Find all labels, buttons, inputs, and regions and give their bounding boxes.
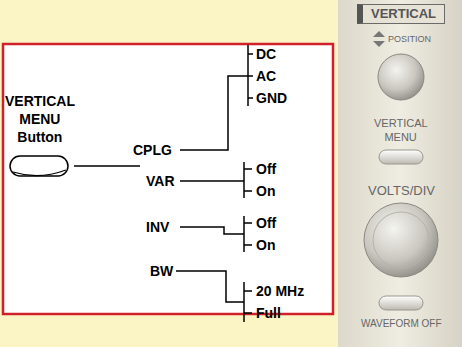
option: Off: [256, 215, 276, 232]
panel-label: WAVEFORM OFF: [361, 317, 442, 330]
option: On: [256, 237, 275, 254]
panel-label: POSITION: [388, 33, 431, 45]
option: 20 MHz: [256, 283, 304, 300]
panel-label: VOLTS/DIV: [368, 183, 435, 199]
button-symbol: [10, 156, 68, 176]
frame: [3, 44, 333, 314]
menu-button: [379, 150, 423, 164]
front-panel: [338, 0, 462, 347]
option: Off: [256, 161, 276, 178]
tab-text: VERTICAL: [371, 6, 436, 22]
wire: [74, 165, 140, 167]
option: AC: [256, 68, 276, 85]
menu-item: INV: [146, 219, 169, 236]
menu-item: BW: [150, 263, 173, 280]
button-caption: VERTICAL MENU Button: [5, 92, 75, 146]
position-knob: [378, 54, 424, 100]
option: DC: [256, 46, 276, 63]
panel-label: VERTICAL MENU: [374, 116, 427, 144]
option: Full: [256, 305, 281, 322]
waveform-button: [379, 296, 423, 310]
section-tab: VERTICAL: [357, 4, 445, 24]
option: On: [256, 183, 275, 200]
option: GND: [256, 90, 287, 107]
position-arrows: [373, 31, 385, 47]
menu-item: CPLG: [133, 142, 172, 159]
volts-knob: [364, 203, 438, 277]
tree-lines: [176, 45, 253, 322]
menu-item: VAR: [146, 173, 175, 190]
